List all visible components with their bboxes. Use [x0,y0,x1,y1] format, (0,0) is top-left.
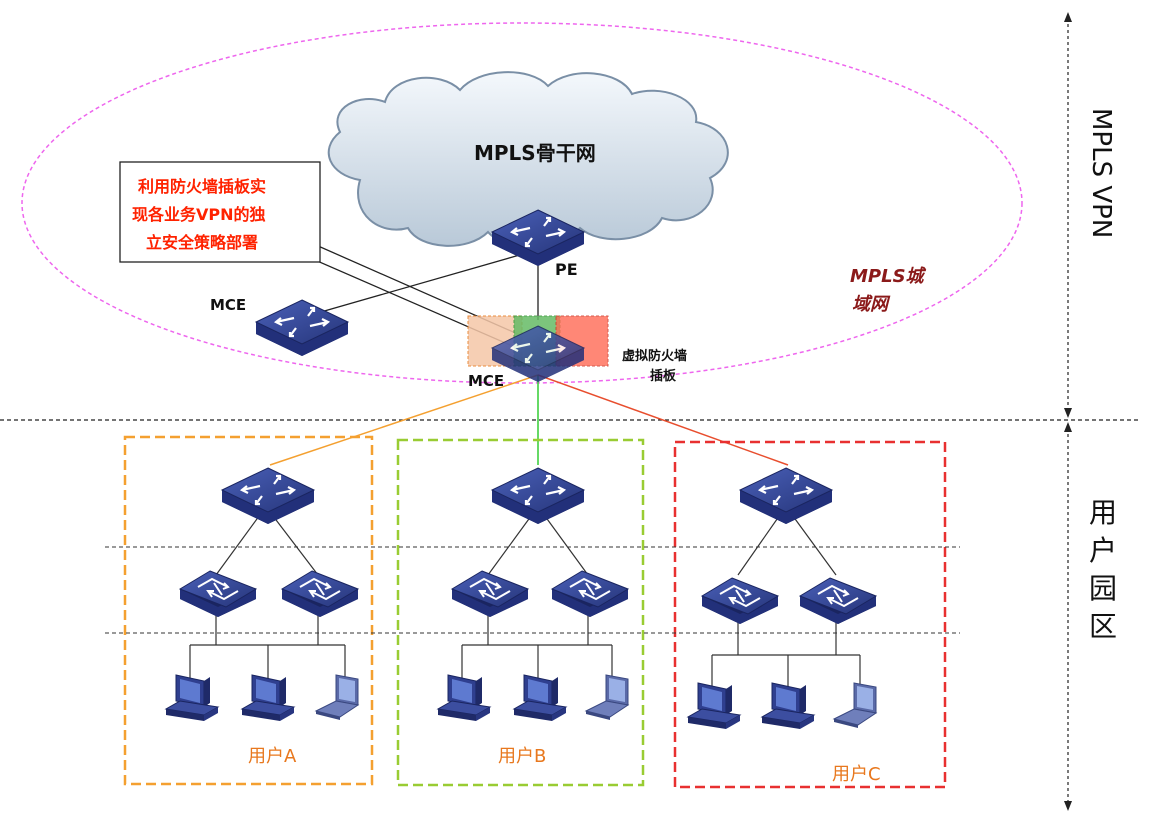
user-a-pc-2-icon [241,674,295,722]
user-c-access-switch-1-icon [701,577,779,625]
user-b-access-switch-1-icon [451,570,529,618]
links [269,237,789,466]
user-a-access-switch-2-icon [281,570,359,618]
side-campus-char-4: 区 [1089,610,1117,643]
user-b-zone [396,438,645,787]
vfw-label-1: 虚拟防火墙 [622,348,687,364]
user-b-pc-2-icon [513,674,567,722]
user-c-zone [673,440,947,789]
callout-box: 利用防火墙插板实 现各业务VPN的独 立安全策略部署 [119,161,321,263]
user-a-core-switch-icon [220,466,316,526]
user-a-topology [189,511,346,680]
user-c-topology [711,511,861,688]
user-b-pc-1-icon [437,674,491,722]
mce-center-label: MCE [468,372,504,390]
user-b-core-switch-icon [490,466,586,526]
user-c-laptop-icon [833,682,877,729]
user-c-core-switch-icon [738,466,834,526]
user-c-access-switch-2-icon [799,577,877,625]
pe-label: PE [555,260,578,279]
user-a-laptop-icon [315,674,359,721]
metro-network-ellipse [21,22,1023,384]
user-c-label: 用户C [832,764,881,785]
side-label-campus: 用 户 园 区 [1089,496,1117,643]
cloud-icon [327,71,729,247]
side-campus-char-1: 用 [1089,496,1117,529]
callout-line-1: 利用防火墙插板实 [138,177,266,196]
vfw-label-2: 插板 [650,368,677,384]
user-b-topology [461,511,613,680]
user-a-zone [123,435,374,786]
user-b-laptop-icon [585,674,629,721]
user-a-label: 用户A [248,746,297,767]
user-c-pc-1-icon [687,682,741,730]
cloud-label: MPLS骨干网 [474,141,596,165]
user-b-label: 用户B [498,746,546,767]
side-campus-char-3: 园 [1089,572,1117,605]
metro-label-2: 域网 [852,294,891,315]
mce-left-label: MCE [210,296,246,314]
callout-line-2: 现各业务VPN的独 [132,205,266,224]
side-campus-char-2: 户 [1089,534,1117,567]
user-a-access-switch-1-icon [179,570,257,618]
metro-label-1: MPLS城 [850,266,927,287]
user-c-pc-2-icon [761,682,815,730]
callout-line-3: 立安全策略部署 [146,233,258,252]
side-label-mpls-vpn: MPLS VPN [1086,108,1116,238]
user-b-access-switch-2-icon [551,570,629,618]
user-a-pc-1-icon [165,674,219,722]
